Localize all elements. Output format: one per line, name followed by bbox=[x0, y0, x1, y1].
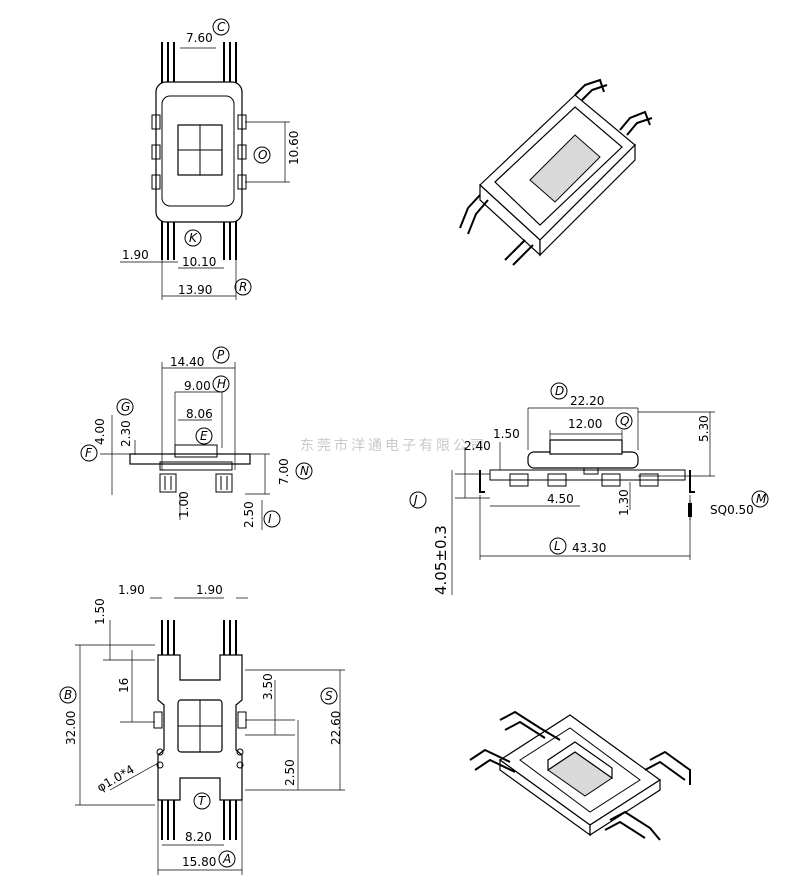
dim-2-50: 2.50 bbox=[283, 759, 297, 786]
dim-8-06: 8.06 bbox=[186, 407, 213, 421]
label-b: B bbox=[64, 688, 72, 702]
label-d: D bbox=[555, 384, 564, 398]
label-h: H bbox=[217, 377, 226, 391]
dim-4-05-tolerance: 4.05±0.3 bbox=[432, 525, 450, 595]
dim-5-30: 5.30 bbox=[697, 415, 711, 442]
label-f: F bbox=[85, 446, 93, 460]
label-c: C bbox=[217, 20, 226, 34]
dim-2-30: 2.30 bbox=[119, 420, 133, 447]
label-q: Q bbox=[620, 414, 629, 428]
dim-1-30: 1.30 bbox=[617, 489, 631, 516]
label-o: O bbox=[258, 148, 267, 162]
dim-7-60: 7.60 bbox=[186, 31, 213, 45]
dim-15-80: 15.80 bbox=[182, 855, 216, 869]
label-m: M bbox=[756, 492, 767, 506]
dim-16: 16 bbox=[117, 678, 131, 693]
label-g: G bbox=[121, 400, 130, 414]
dim-22-60: 22.60 bbox=[329, 711, 343, 745]
bottom-view: 1.90 1.90 1.50 16 32.00 3.50 22.60 2.50 … bbox=[59, 583, 345, 875]
dim-7-00: 7.00 bbox=[277, 458, 291, 485]
company-watermark: 东莞市洋通电子有限公司 bbox=[300, 437, 487, 454]
top-view: 7.60 10.60 1.90 10.10 13.90 C O K R bbox=[120, 18, 301, 300]
label-r: R bbox=[239, 280, 247, 294]
dim-10-10: 10.10 bbox=[182, 255, 216, 269]
label-l: L bbox=[554, 539, 561, 553]
dim-4-00: 4.00 bbox=[93, 418, 107, 445]
dim-22-20: 22.20 bbox=[570, 394, 604, 408]
front-view: 22.20 12.00 2.40 1.50 5.30 4.50 1.30 SQ0… bbox=[409, 382, 769, 595]
dim-43-30: 43.30 bbox=[572, 541, 606, 555]
label-t: T bbox=[198, 794, 207, 808]
dim-2-50: 2.50 bbox=[242, 501, 256, 528]
dim-1-50: 1.50 bbox=[493, 427, 520, 441]
isometric-view-top bbox=[459, 78, 653, 266]
dim-1-90: 1.90 bbox=[122, 248, 149, 262]
dim-sq0-50: SQ0.50 bbox=[710, 503, 754, 517]
dim-13-90: 13.90 bbox=[178, 283, 212, 297]
label-s: S bbox=[325, 689, 333, 703]
sq-pin-mark bbox=[688, 503, 692, 517]
label-i: I bbox=[268, 512, 272, 526]
label-p: P bbox=[217, 348, 225, 362]
label-k: K bbox=[189, 231, 198, 245]
dim-3-50: 3.50 bbox=[261, 673, 275, 700]
label-e: E bbox=[200, 429, 208, 443]
side-view: 14.40 9.00 8.06 4.00 2.30 7.00 1.00 2.50… bbox=[80, 346, 313, 530]
label-a: A bbox=[222, 852, 231, 866]
dim-1-00: 1.00 bbox=[177, 491, 191, 518]
dim-1-90-left: 1.90 bbox=[118, 583, 145, 597]
dim-8-20: 8.20 bbox=[185, 830, 212, 844]
label-j: J bbox=[412, 493, 418, 507]
dim-4-50: 4.50 bbox=[547, 492, 574, 506]
dim-1-90-right: 1.90 bbox=[196, 583, 223, 597]
dim-10-60: 10.60 bbox=[287, 131, 301, 165]
label-n: N bbox=[300, 464, 309, 478]
dim-12-00: 12.00 bbox=[568, 417, 602, 431]
dim-32-00: 32.00 bbox=[64, 711, 78, 745]
dim-9-00: 9.00 bbox=[184, 379, 211, 393]
isometric-view-bottom bbox=[469, 710, 691, 841]
dim-2-40: 2.40 bbox=[464, 439, 491, 453]
dim-14-40: 14.40 bbox=[170, 355, 204, 369]
dim-1-50: 1.50 bbox=[93, 598, 107, 625]
